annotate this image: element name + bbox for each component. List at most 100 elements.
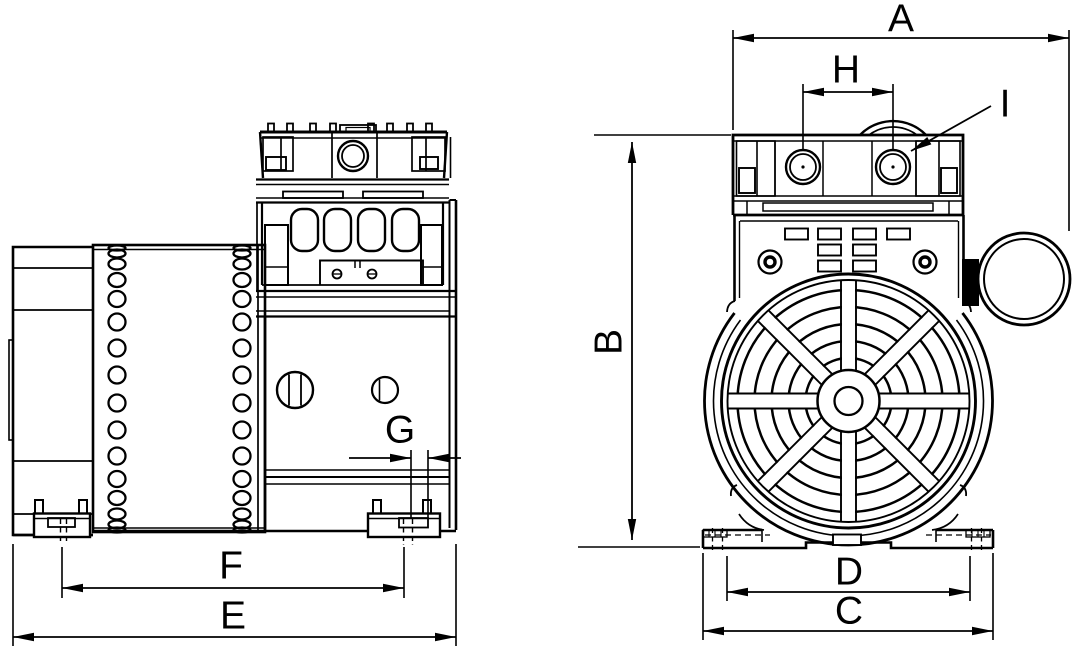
dimension-arrowhead xyxy=(972,626,993,636)
motor-vent-hole xyxy=(107,507,127,521)
dimension-arrowhead xyxy=(13,632,34,642)
motor-vent-hole xyxy=(107,469,127,489)
motor-vent-hole xyxy=(232,271,252,289)
dim-label-h: H xyxy=(832,49,860,92)
front-base xyxy=(701,513,995,553)
side-port-fitting xyxy=(275,370,315,410)
foot-post xyxy=(34,499,44,515)
bolt xyxy=(912,249,938,275)
dimension-arrowhead xyxy=(627,142,637,163)
motor-vent-hole xyxy=(107,365,127,385)
dimension-arrowhead xyxy=(703,626,724,636)
vent xyxy=(817,227,842,241)
right-foot xyxy=(366,512,442,539)
ext-line-D xyxy=(726,556,971,601)
front-vents xyxy=(757,227,938,275)
motor-shell xyxy=(91,243,267,534)
dim-label-a: A xyxy=(888,0,914,41)
motor-vent-hole xyxy=(232,393,252,413)
motor-vent-hole xyxy=(107,271,127,289)
motor-vent-hole xyxy=(107,338,127,358)
grille-channel-edge xyxy=(757,414,825,482)
pump-head-front xyxy=(731,133,965,217)
motor-vent-hole xyxy=(232,420,252,440)
vent xyxy=(784,227,809,241)
ext-line-H xyxy=(802,84,894,150)
motor-end-cap xyxy=(8,245,93,537)
dimension-arrowhead xyxy=(733,33,754,43)
valve-section-side xyxy=(256,202,445,291)
dim-label-d: D xyxy=(835,551,863,594)
cap-tab xyxy=(386,122,394,133)
shoulder-notch xyxy=(726,300,736,313)
ext-line-E xyxy=(12,544,457,646)
dimension-arrowhead xyxy=(435,632,456,642)
top-port-side xyxy=(336,139,370,173)
cap-tab xyxy=(425,122,433,133)
dimension-arrowhead xyxy=(62,583,83,593)
vent xyxy=(817,259,842,273)
dimension-arrowhead xyxy=(390,453,411,463)
grille-channel-gap xyxy=(863,416,938,490)
vent-slot xyxy=(322,207,353,253)
dim-label-i: I xyxy=(1000,83,1011,126)
capacitor-clamp xyxy=(962,259,979,306)
dimension-lines xyxy=(13,33,1069,642)
foot-gusset xyxy=(931,513,959,531)
lower-notch xyxy=(729,484,738,497)
motor-vent-hole xyxy=(107,289,127,309)
cap-tab xyxy=(367,122,375,133)
dimension-arrowhead xyxy=(911,137,932,151)
capacitor-housing xyxy=(962,231,1072,327)
cap-tab xyxy=(286,122,294,133)
dimension-arrowhead xyxy=(949,587,970,597)
motor-vent-hole xyxy=(232,446,252,466)
dimension-arrowhead xyxy=(383,583,404,593)
motor-vent-hole xyxy=(107,312,127,332)
motor-vent-hole xyxy=(232,289,252,309)
vent-slot xyxy=(289,207,320,253)
motor-vent-hole xyxy=(232,469,252,489)
dim-label-b: B xyxy=(588,329,631,355)
foot-post xyxy=(372,499,382,515)
motor-vent-hole xyxy=(232,365,252,385)
grille-channel-edge xyxy=(768,310,835,377)
ext-line-A xyxy=(732,30,1070,231)
grille-channel-edge xyxy=(872,320,940,388)
dim-label-g: G xyxy=(385,409,415,452)
grille-outer-ring xyxy=(726,279,971,523)
ext-line-G xyxy=(410,450,429,518)
side-view xyxy=(8,122,458,545)
dim-label-e: E xyxy=(220,595,246,638)
head-mid-plate xyxy=(256,178,449,204)
dimension-arrowhead xyxy=(727,587,748,597)
grille-channel-edge xyxy=(862,310,929,377)
dimensions: A H I B D C F E G xyxy=(12,0,1070,646)
foot-post xyxy=(422,499,432,515)
motor-vent-hole xyxy=(232,507,252,521)
motor-vent-hole xyxy=(107,420,127,440)
side-feet xyxy=(32,499,442,545)
front-view xyxy=(701,119,1072,553)
motor-vent-hole xyxy=(232,489,252,507)
vent xyxy=(852,227,877,241)
vent xyxy=(852,259,877,273)
vent xyxy=(817,243,842,257)
head-flange xyxy=(256,289,456,318)
bolt xyxy=(757,249,783,275)
vent xyxy=(886,227,911,241)
left-foot xyxy=(32,512,92,539)
dimension-arrowhead xyxy=(872,87,893,97)
end-cap-lip xyxy=(8,339,14,441)
cap-tab xyxy=(406,122,414,133)
foot-post xyxy=(78,499,88,515)
grille-bottom-tab xyxy=(832,533,862,546)
motor-vent-hole xyxy=(107,393,127,413)
ext-line-C xyxy=(702,553,994,640)
vent xyxy=(852,243,877,257)
grille-outer-ring xyxy=(720,272,977,530)
motor-vent-hole xyxy=(232,312,252,332)
motor-vent-hole xyxy=(232,257,252,271)
